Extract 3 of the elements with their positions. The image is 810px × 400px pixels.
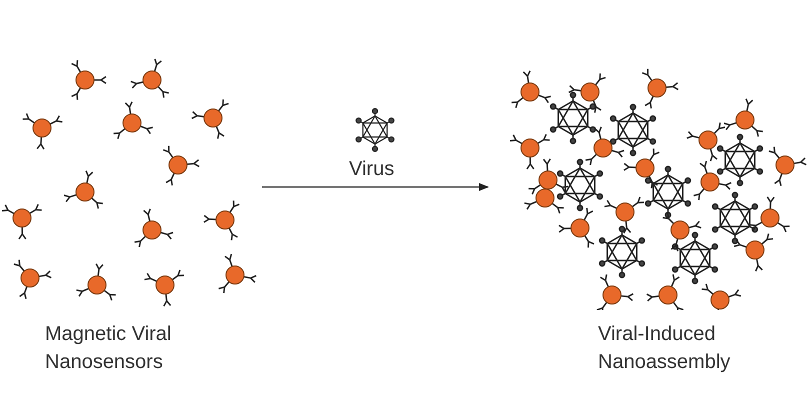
arrow — [262, 183, 489, 191]
node-caption: Magnetic Viral Nanosensors — [45, 322, 172, 375]
node-caption: Viral-Induced Nanoassembly — [598, 322, 732, 375]
